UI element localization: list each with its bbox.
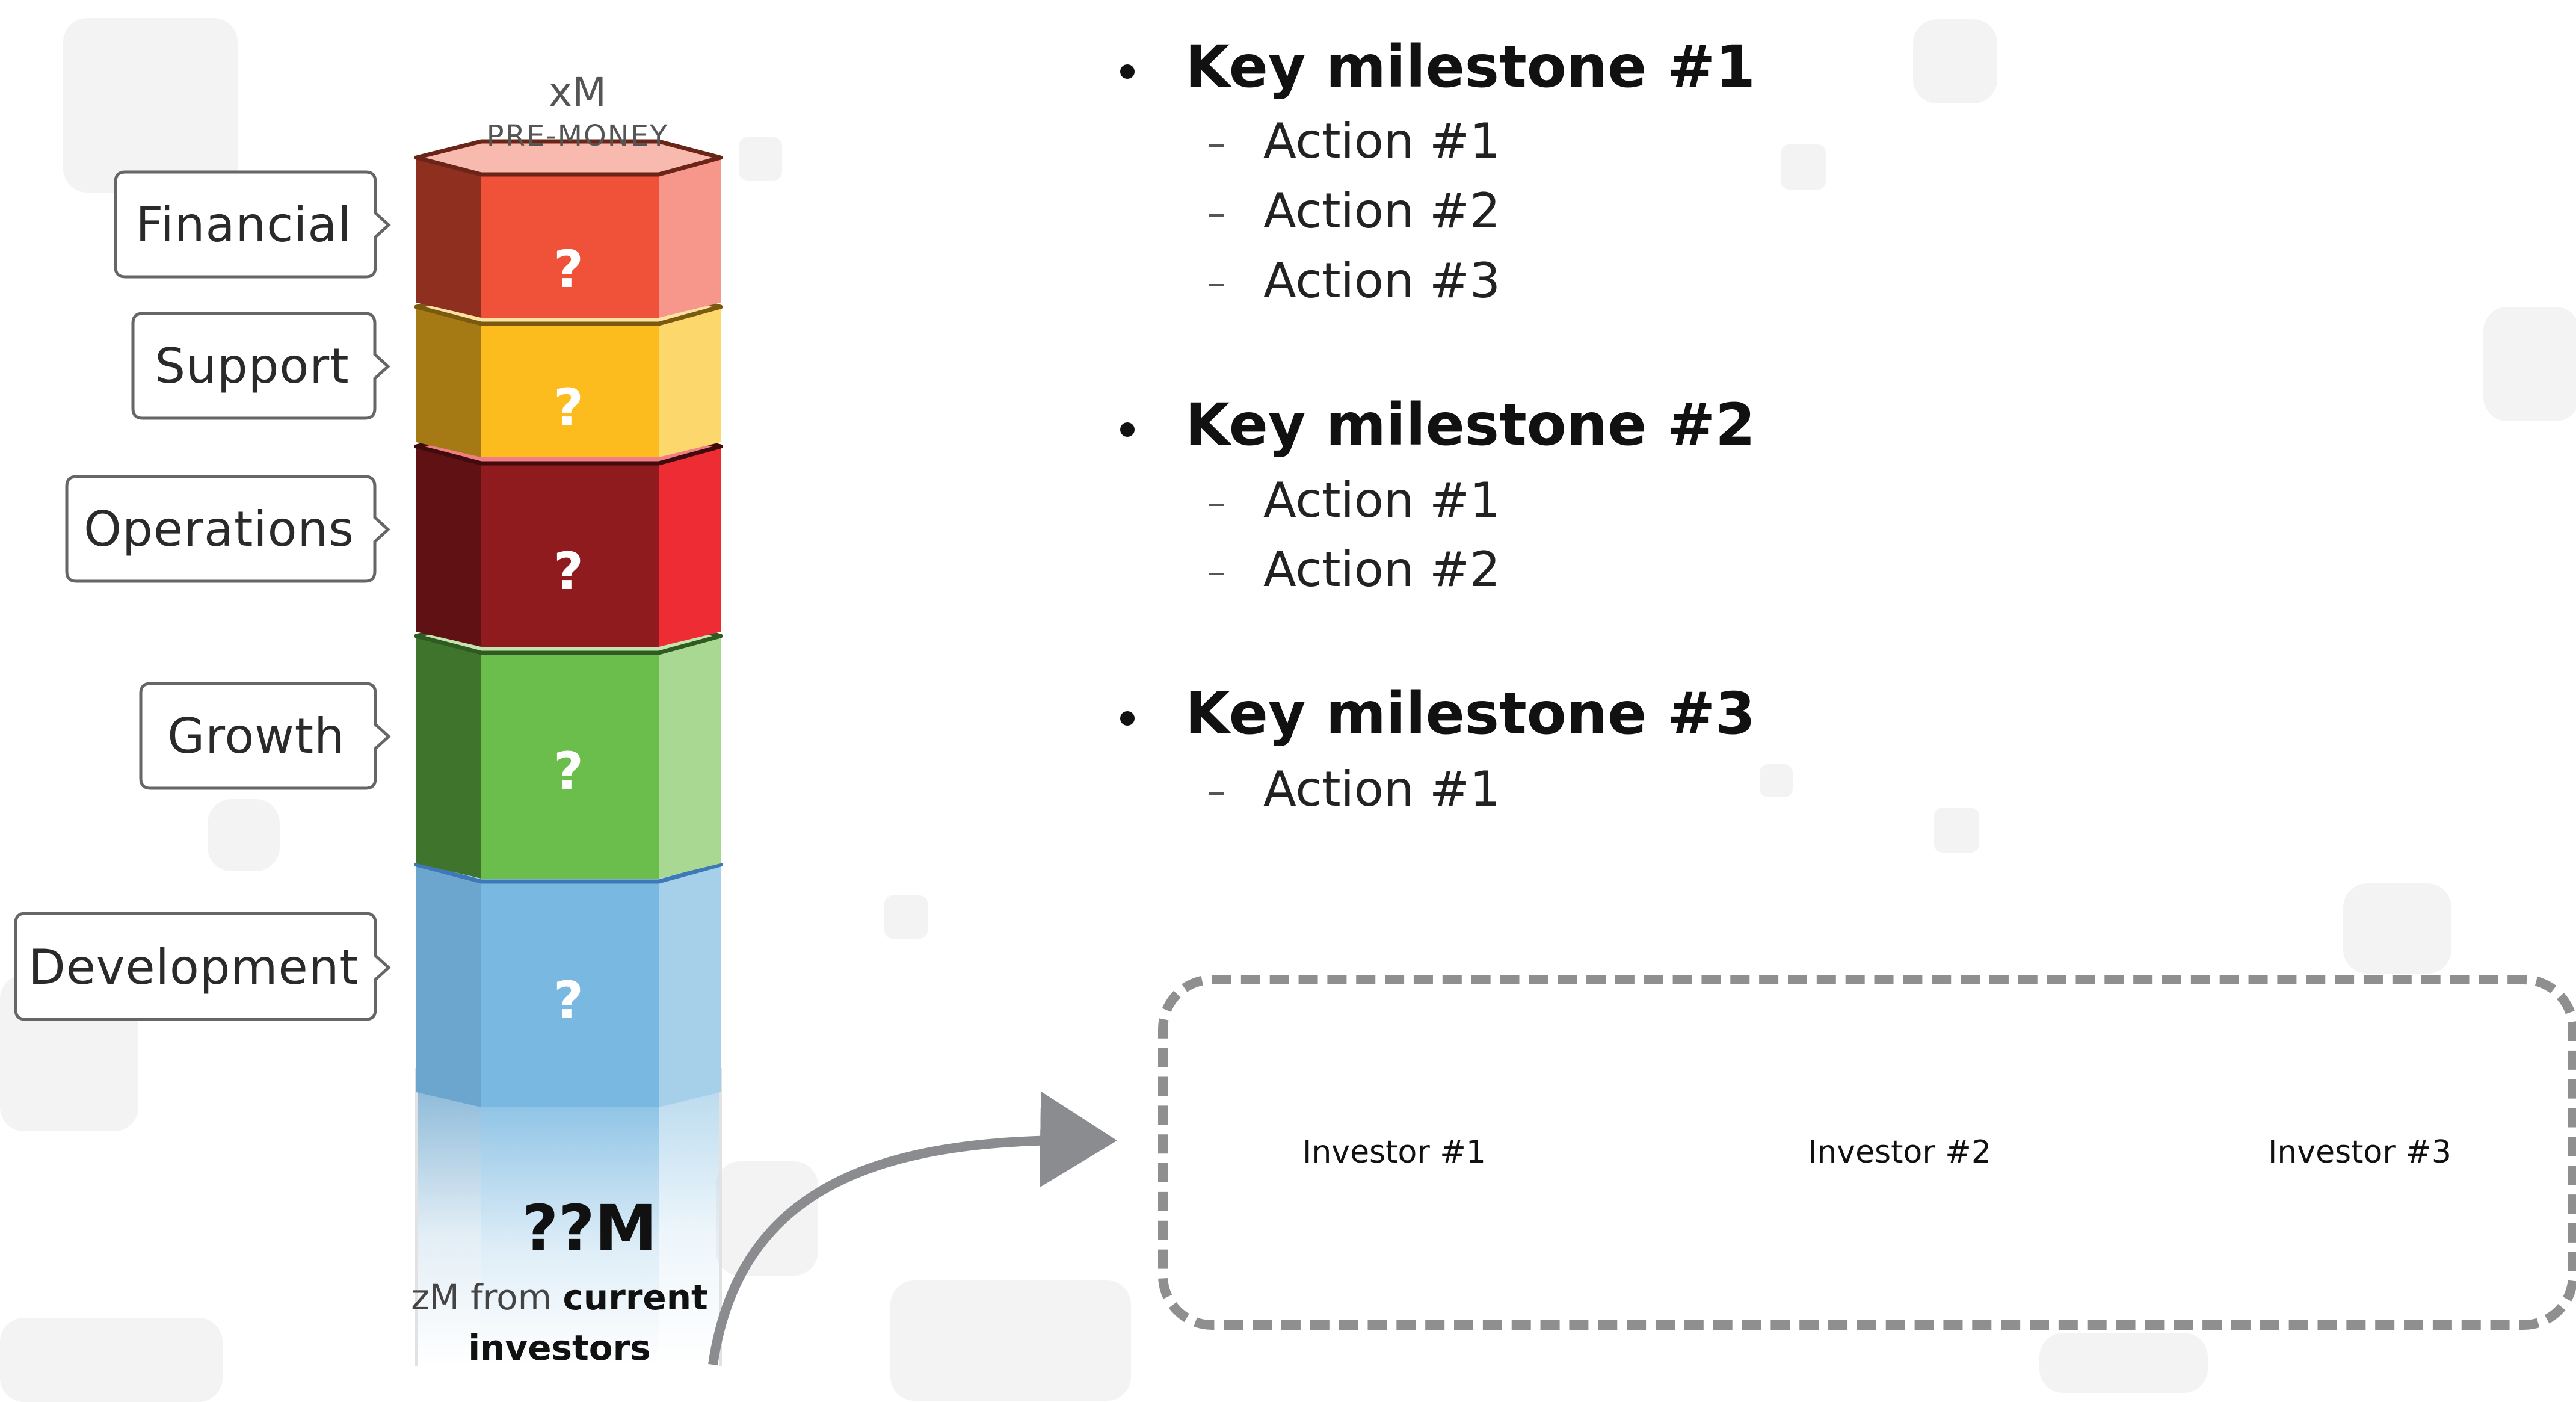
bullet-icon <box>1120 711 1135 726</box>
layer-front-face-operations <box>481 463 659 647</box>
layer-left-face-financial <box>416 158 481 318</box>
dash-icon <box>1209 214 1224 217</box>
raise-column <box>415 1068 722 1366</box>
background-square <box>2483 307 2576 421</box>
current-investors-line2: investors <box>468 1327 651 1368</box>
raise-amount: ??M <box>522 1191 658 1265</box>
investors-box <box>1158 975 2576 1330</box>
dash-icon <box>1209 792 1224 795</box>
action-label: Action #2 <box>1263 542 1500 598</box>
layer-left-face-growth <box>416 636 481 879</box>
investor-1: Investor #1 <box>1302 1134 1486 1170</box>
background-square <box>884 895 928 939</box>
milestone-title: Key milestone #1 <box>1185 33 1755 100</box>
action-label: Action #3 <box>1263 253 1500 309</box>
background-square <box>1934 808 1979 853</box>
layer-top-face-financial <box>414 139 723 177</box>
layer-right-face-support <box>659 307 721 457</box>
layer-left-face-support <box>416 307 481 457</box>
callout-label: Operations <box>84 501 354 557</box>
callout-support: Support <box>129 310 394 422</box>
valuation-amount: xM <box>548 69 606 116</box>
bullet-icon <box>1120 422 1135 437</box>
dash-icon <box>1209 144 1224 147</box>
current-bold: current <box>562 1277 708 1318</box>
layer-value-operations: ? <box>553 542 584 602</box>
layer-front-face-growth <box>481 653 659 879</box>
background-square <box>2343 883 2451 974</box>
background-square <box>716 1161 818 1276</box>
dash-icon <box>1209 284 1224 286</box>
callout-financial: Financial <box>112 168 395 280</box>
layer-value-support: ? <box>553 378 584 438</box>
dash-icon <box>1209 573 1224 575</box>
layer-front-face-financial <box>481 174 659 318</box>
layer-right-face-operations <box>659 446 721 647</box>
callout-growth: Growth <box>137 680 395 792</box>
investor-2: Investor #2 <box>1808 1134 1991 1170</box>
layer-value-financial: ? <box>553 239 584 300</box>
background-square <box>1760 764 1793 797</box>
callout-label: Support <box>155 338 350 394</box>
capital-stack-diagram <box>414 139 1117 1366</box>
valuation-label: PRE-MONEY <box>486 119 669 153</box>
bullet-icon <box>1120 64 1135 79</box>
callout-label: Development <box>28 939 359 995</box>
layer-left-face-development <box>416 865 481 1107</box>
action-label: Action #1 <box>1263 472 1500 528</box>
layer-front-face-support <box>481 324 659 457</box>
action-label: Action #1 <box>1263 113 1500 169</box>
callout-label: Financial <box>135 196 352 253</box>
layer-right-face-development <box>659 865 721 1107</box>
flow-arrow <box>708 1091 1117 1366</box>
layer-left-face-operations <box>416 446 481 647</box>
current-prefix: zM from <box>411 1277 563 1318</box>
action-label: Action #2 <box>1263 183 1500 239</box>
action-label: Action #1 <box>1263 761 1500 817</box>
background-square <box>208 799 280 871</box>
milestone-title: Key milestone #2 <box>1185 391 1755 459</box>
milestone-title: Key milestone #3 <box>1185 680 1755 747</box>
layer-right-face-growth <box>659 636 721 879</box>
layer-front-face-development <box>481 882 659 1107</box>
callout-operations: Operations <box>63 473 394 585</box>
callout-label: Growth <box>167 708 345 764</box>
layer-value-development: ? <box>553 971 584 1031</box>
layer-right-face-financial <box>659 158 721 318</box>
dash-icon <box>1209 504 1224 506</box>
background-square <box>1913 19 1997 103</box>
background-square <box>739 137 782 181</box>
callout-development: Development <box>12 910 395 1024</box>
background-square <box>1781 144 1826 190</box>
background-square <box>63 18 238 193</box>
investor-3: Investor #3 <box>2268 1134 2451 1170</box>
current-investors-line1: zM from current <box>391 1277 728 1318</box>
layer-value-growth: ? <box>553 741 584 801</box>
